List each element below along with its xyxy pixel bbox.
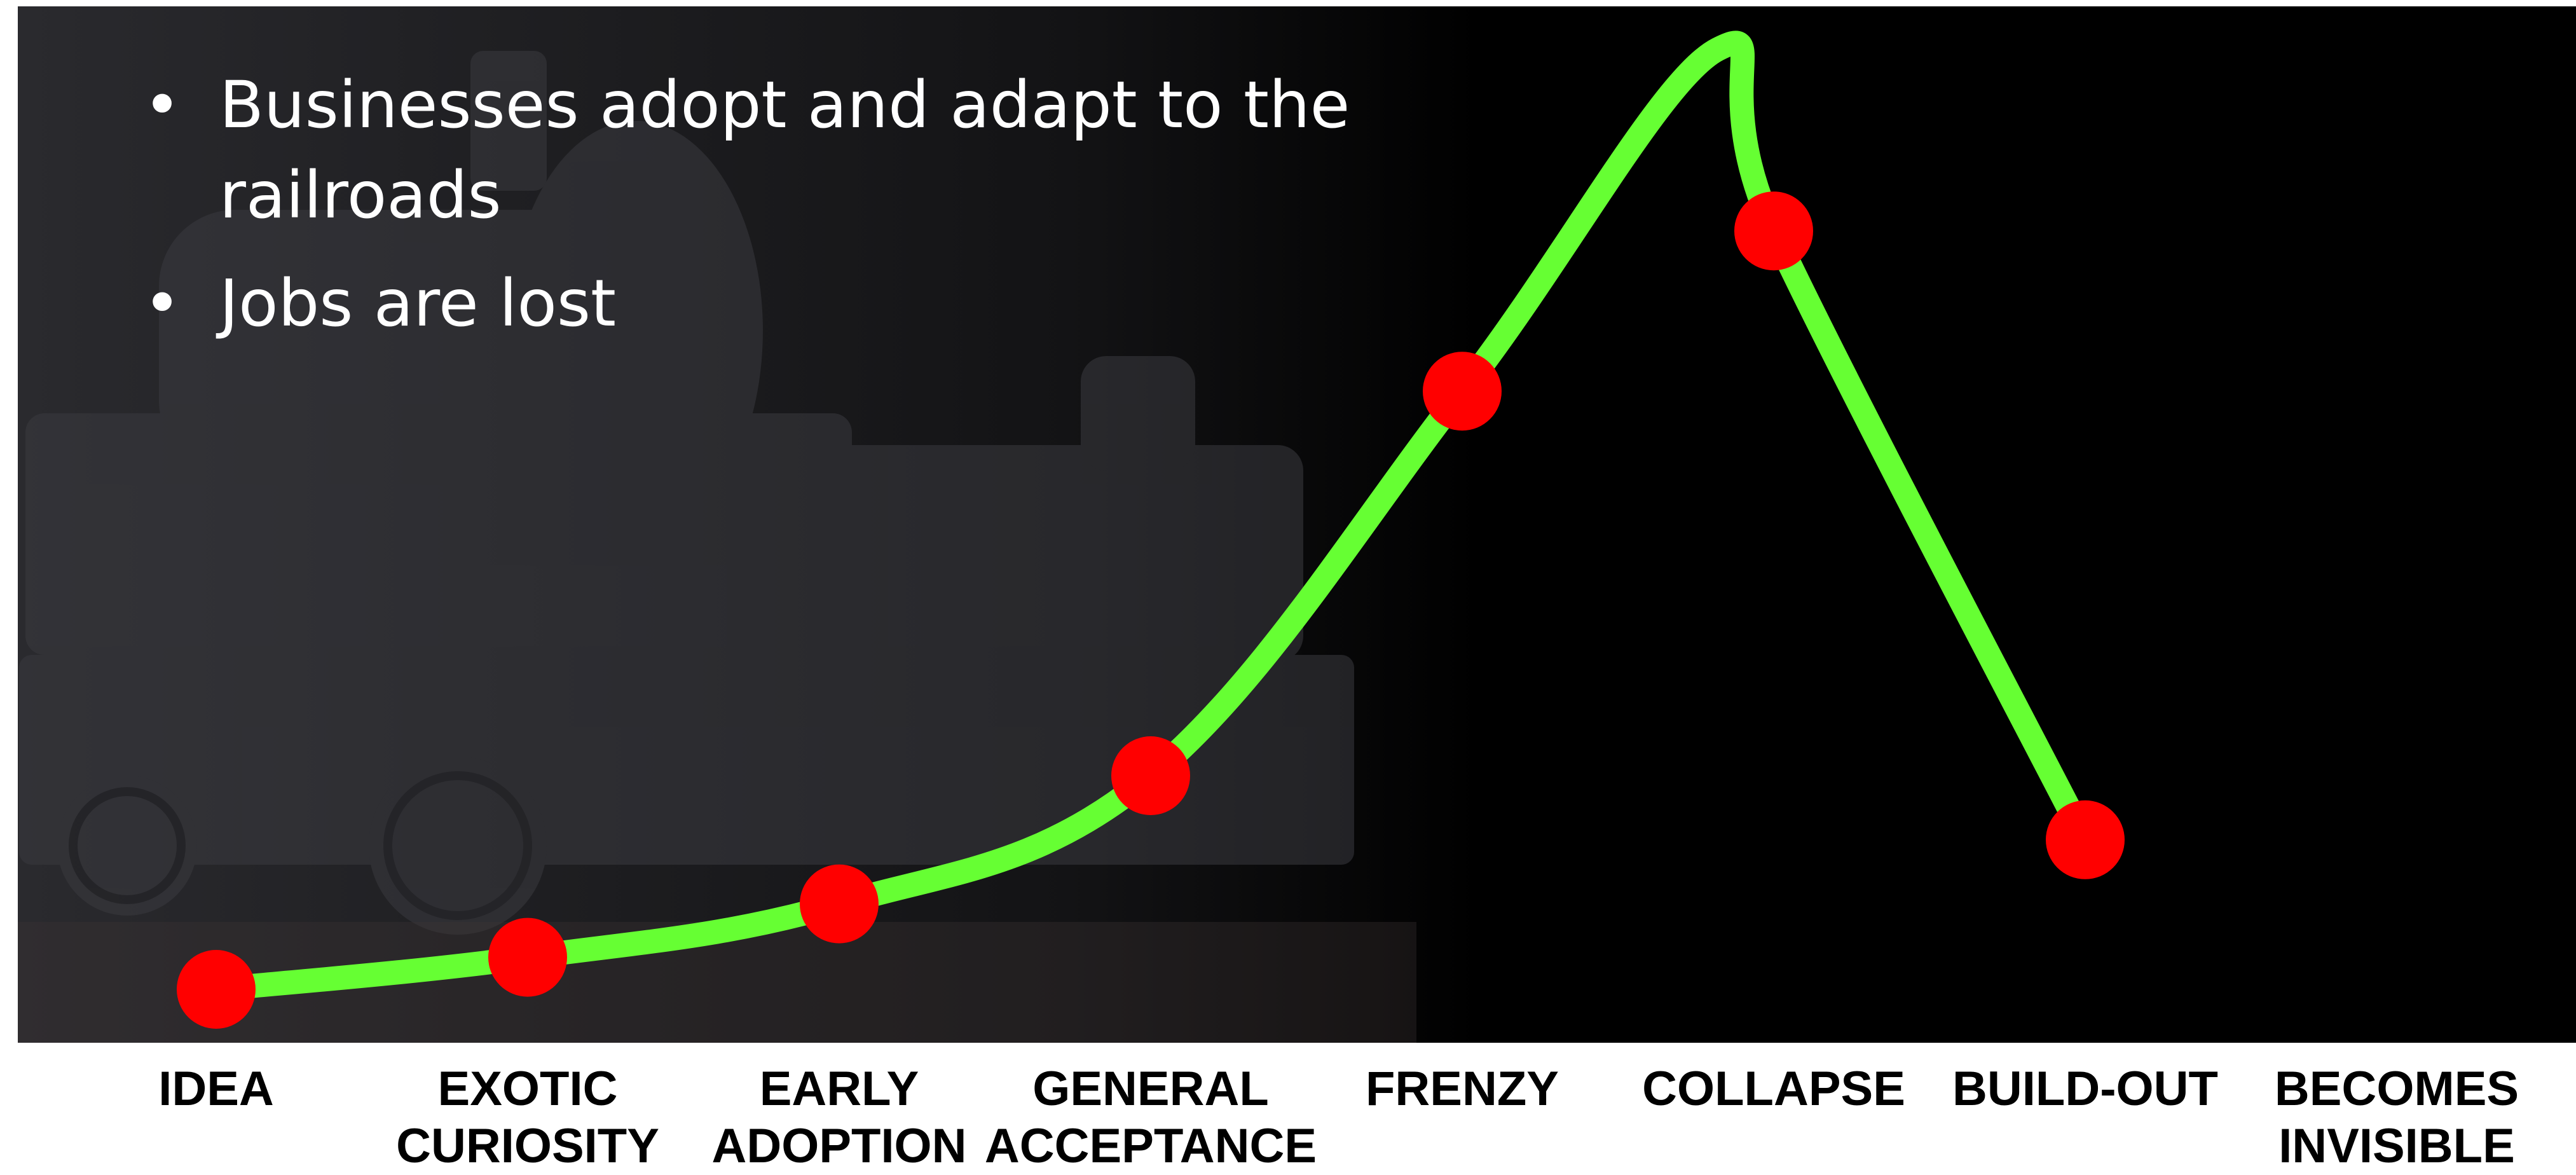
bullet-list: Businesses adopt and adapt to the railro… [143, 60, 1351, 367]
bullet-item: Jobs are lost [143, 259, 1351, 349]
stage-points [177, 191, 2125, 1029]
stage-point-build-out [2046, 800, 2125, 879]
stage-label-frenzy: FRENZY [1366, 1062, 1559, 1116]
stage-label-exotic-curiosity: EXOTIC CURIOSITY [396, 1062, 659, 1173]
stage-label-becomes-invisible: BECOMES INVISIBLE [2274, 1062, 2519, 1173]
stage-point-exotic-curiosity [488, 917, 567, 997]
bullet-item: Businesses adopt and adapt to the railro… [143, 60, 1351, 241]
stage-point-general-acceptance [1111, 736, 1190, 815]
stage-point-idea [177, 950, 256, 1029]
stage-label-early-adoption: EARLY ADOPTION [711, 1062, 967, 1173]
stage-label-collapse: COLLAPSE [1642, 1062, 1905, 1116]
stage-point-collapse [1734, 191, 1813, 271]
stage-label-general-acceptance: GENERAL ACCEPTANCE [984, 1062, 1317, 1173]
stage-label-idea: IDEA [158, 1062, 274, 1116]
stage-point-early-adoption [800, 864, 879, 944]
stage-label-build-out: BUILD-OUT [1952, 1062, 2218, 1116]
stage-point-frenzy [1423, 352, 1502, 431]
